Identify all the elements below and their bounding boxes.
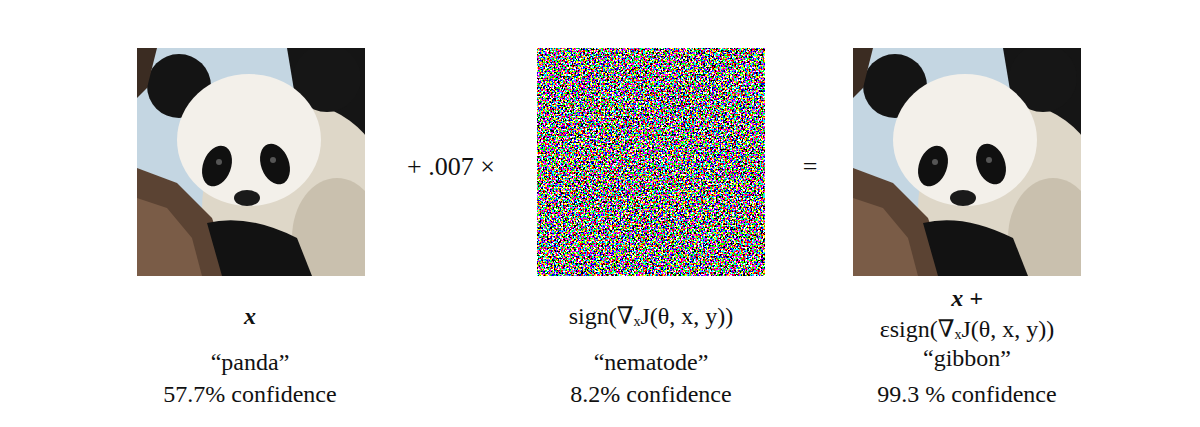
panda-image xyxy=(137,44,392,313)
confidence-label: 8.2% confidence xyxy=(570,381,731,407)
math-label: x xyxy=(244,303,256,329)
noise-image xyxy=(537,48,765,276)
class-label: “nematode” xyxy=(594,349,709,375)
adversarial-image xyxy=(853,44,1108,313)
math-label: sign(∇ₓJ(θ, x, y)) xyxy=(569,303,734,329)
class-label: “gibbon” xyxy=(923,345,1011,371)
math-label: x + xyxy=(951,285,983,311)
class-label: “panda” xyxy=(211,349,290,375)
math-label: εsign(∇ₓJ(θ, x, y)) xyxy=(880,316,1055,342)
operator-sign: = xyxy=(803,153,818,182)
operator-sign: + .007 × xyxy=(407,153,495,182)
confidence-label: 99.3 % confidence xyxy=(877,381,1056,407)
confidence-label: 57.7% confidence xyxy=(163,381,336,407)
